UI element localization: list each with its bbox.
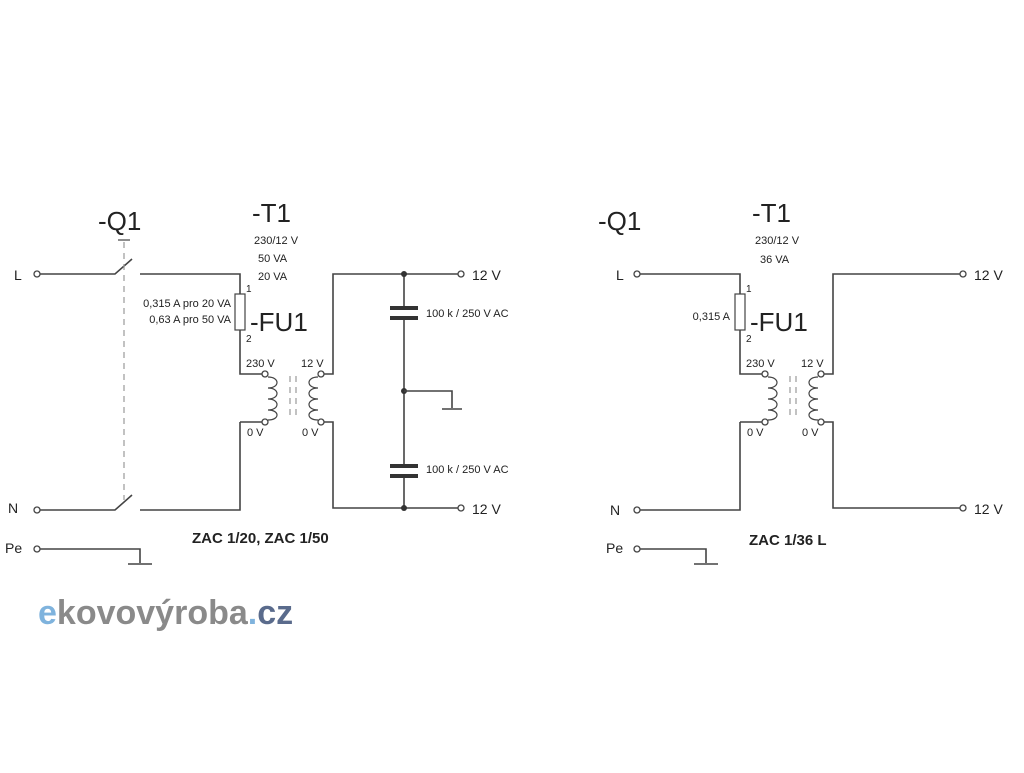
right-transformer-label: -T1 — [752, 198, 791, 228]
right-fuse-pin-2: 2 — [746, 334, 752, 345]
right-schematic: -Q1 -T1 230/12 V 36 VA L N Pe 1 2 -FU1 0… — [598, 198, 1003, 565]
logo-tld: cz — [257, 594, 293, 632]
right-secondary-bottom-terminal — [817, 418, 825, 426]
right-output-bottom-wire — [824, 421, 960, 509]
right-N-wire — [640, 422, 741, 511]
right-terminal-N — [633, 506, 641, 514]
left-N-wire — [140, 422, 241, 511]
right-caption: ZAC 1/36 L — [749, 532, 827, 549]
right-terminal-L-label: L — [616, 267, 624, 283]
site-logo: ekovovýroba.cz — [38, 594, 293, 632]
left-pe-wire — [40, 548, 141, 563]
left-output-top-wire — [324, 273, 458, 375]
left-output-top-terminal — [457, 270, 465, 278]
right-transformer-core — [789, 376, 797, 420]
left-caption: ZAC 1/20, ZAC 1/50 — [192, 530, 329, 547]
right-transformer-spec-2: 36 VA — [760, 254, 790, 266]
left-terminal-N-label: N — [8, 500, 18, 516]
left-capacitor-bottom-label: 100 k / 250 V AC — [426, 464, 509, 476]
right-output-top-terminal — [959, 270, 967, 278]
left-terminal-L-label: L — [14, 267, 22, 283]
left-switch-label: -Q1 — [98, 206, 141, 236]
left-ground-wire — [404, 390, 453, 408]
right-terminal-L — [633, 270, 641, 278]
right-output-top-wire — [824, 273, 960, 375]
left-output-bottom-terminal — [457, 504, 465, 512]
right-output-bottom-terminal — [959, 504, 967, 512]
left-primary-bottom-label: 0 V — [247, 427, 264, 439]
right-primary-bottom-terminal — [761, 418, 769, 426]
left-secondary-winding — [308, 376, 319, 421]
logo-e: e — [38, 594, 57, 632]
right-fuse — [734, 293, 746, 331]
left-terminal-N — [33, 506, 41, 514]
left-terminal-Pe — [33, 545, 41, 553]
right-secondary-winding — [808, 376, 819, 421]
right-primary-winding — [767, 376, 778, 421]
right-switch-label: -Q1 — [598, 206, 641, 236]
left-switch-N-contact — [40, 494, 133, 511]
right-terminal-N-label: N — [610, 502, 620, 518]
left-secondary-bottom-terminal — [317, 418, 325, 426]
right-secondary-bottom-label: 0 V — [802, 427, 819, 439]
left-fuse-rating-1: 0,315 A pro 20 VA — [143, 298, 232, 310]
left-transformer-spec-3: 20 VA — [258, 271, 288, 283]
logo-dot: . — [248, 594, 257, 632]
logo-text: ekovovýroba.cz — [38, 594, 293, 632]
left-L-wire — [140, 273, 241, 294]
left-capacitor-top-label: 100 k / 250 V AC — [426, 308, 509, 320]
right-output-top-label: 12 V — [974, 267, 1003, 283]
right-secondary-top-terminal — [817, 370, 825, 378]
logo-kovovyroba: kovovýroba — [57, 594, 249, 632]
right-transformer-spec-1: 230/12 V — [755, 235, 800, 247]
right-primary-top-label: 230 V — [746, 358, 775, 370]
left-primary-bottom-terminal — [261, 418, 269, 426]
right-output-bottom-label: 12 V — [974, 501, 1003, 517]
right-primary-top-terminal — [761, 370, 769, 378]
left-fuse-label: -FU1 — [250, 307, 308, 337]
left-secondary-top-label: 12 V — [301, 358, 324, 370]
right-terminal-Pe-label: Pe — [606, 540, 623, 556]
left-terminal-Pe-label: Pe — [5, 540, 22, 556]
left-transformer-spec-2: 50 VA — [258, 253, 288, 265]
left-transformer-core — [289, 376, 297, 420]
right-fuse-rating: 0,315 A — [693, 311, 731, 323]
left-terminal-L — [33, 270, 41, 278]
left-fuse-rating-2: 0,63 A pro 50 VA — [149, 314, 231, 326]
left-transformer-spec-1: 230/12 V — [254, 235, 299, 247]
left-switch-L-contact — [40, 258, 133, 275]
left-output-bottom-label: 12 V — [472, 501, 501, 517]
left-primary-lead-top — [239, 330, 262, 375]
left-junction-top — [401, 271, 407, 277]
left-primary-top-label: 230 V — [246, 358, 275, 370]
right-primary-lead-top — [739, 330, 762, 375]
left-primary-top-terminal — [261, 370, 269, 378]
left-transformer-label: -T1 — [252, 198, 291, 228]
right-secondary-top-label: 12 V — [801, 358, 824, 370]
left-primary-winding — [267, 376, 278, 421]
right-primary-bottom-label: 0 V — [747, 427, 764, 439]
right-terminal-Pe — [633, 545, 641, 553]
left-output-top-label: 12 V — [472, 267, 501, 283]
right-pe-wire — [640, 548, 707, 563]
left-secondary-top-terminal — [317, 370, 325, 378]
left-output-bottom-wire — [324, 421, 458, 509]
right-L-wire — [640, 273, 741, 294]
left-junction-bottom — [401, 505, 407, 511]
left-schematic: -Q1 -T1 230/12 V 50 VA 20 VA L N Pe 1 2 … — [5, 198, 509, 565]
left-fuse — [234, 293, 246, 331]
left-secondary-bottom-label: 0 V — [302, 427, 319, 439]
right-fuse-label: -FU1 — [750, 307, 808, 337]
left-fuse-pin-1: 1 — [246, 284, 252, 295]
left-fuse-pin-2: 2 — [246, 334, 252, 345]
right-fuse-pin-1: 1 — [746, 284, 752, 295]
